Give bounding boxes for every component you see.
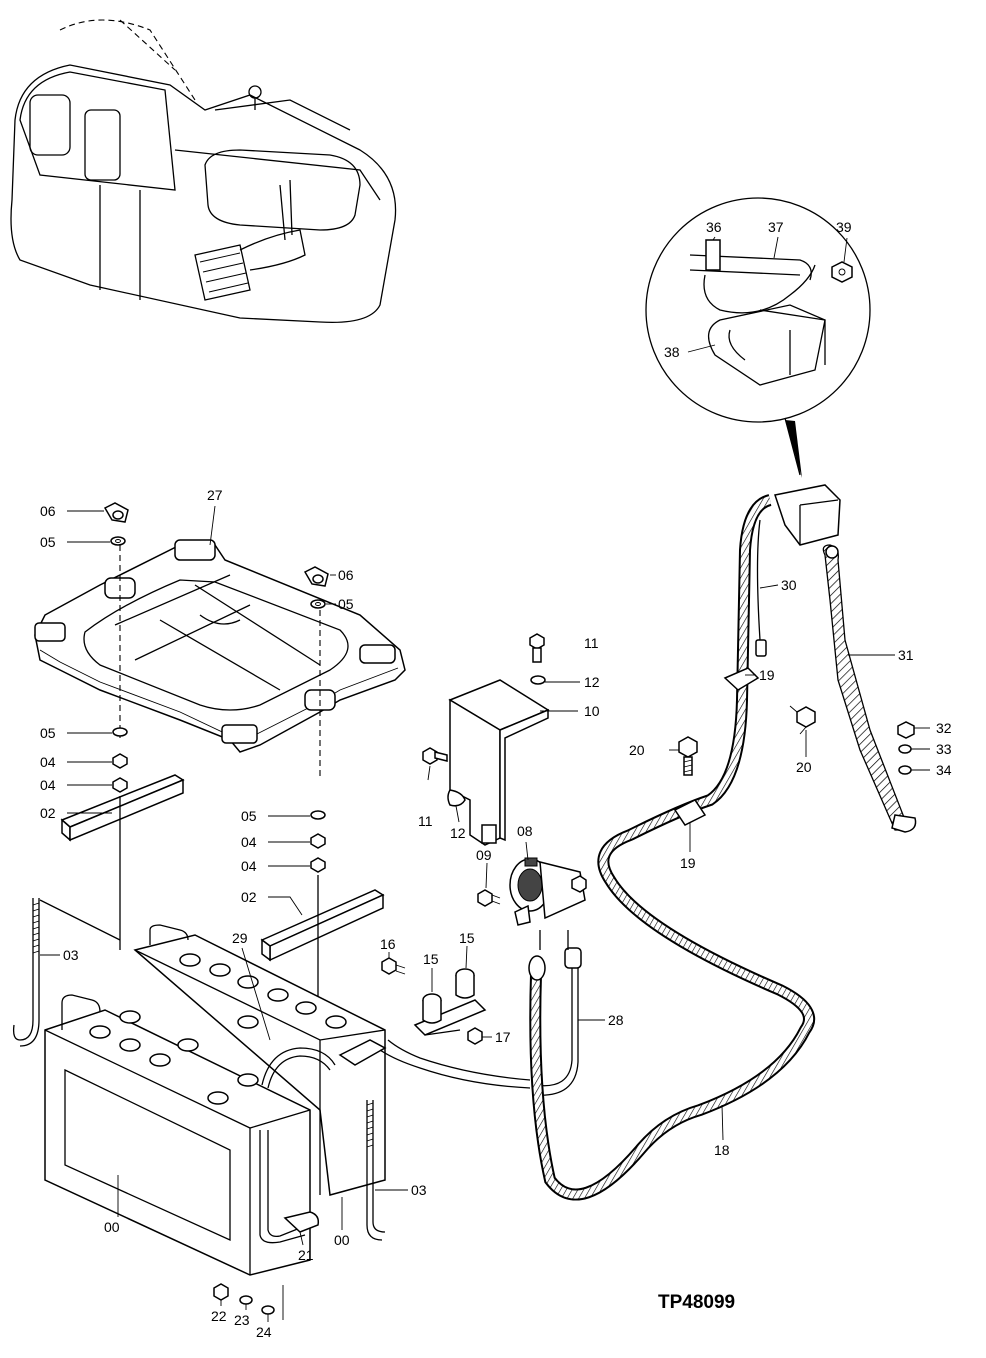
screw-09: [477, 889, 501, 907]
callout-08: 08: [517, 823, 533, 839]
excavator-overview: [10, 19, 397, 324]
callout-24: 24: [256, 1324, 272, 1340]
callout-labels: 06 05 27 06 05 05 04 04 02 03 05 04 04 0…: [40, 219, 952, 1340]
callout-19-lower: 19: [680, 855, 696, 871]
callout-04-left-a: 04: [40, 754, 56, 770]
terminal-15-16-17: [381, 957, 487, 1045]
left-hardware-stack: [39, 727, 185, 950]
battery-relay-08: [509, 857, 587, 926]
battery-front: [44, 994, 311, 1276]
callout-20-right: 20: [796, 759, 812, 775]
bolt-20-upper: [789, 705, 816, 735]
battery-rear: [133, 924, 386, 1196]
callout-00-right: 00: [334, 1232, 350, 1248]
j-bolt-03-left: [12, 898, 40, 1047]
callout-10: 10: [584, 703, 600, 719]
callout-17: 17: [495, 1029, 511, 1045]
callout-05-left-top: 05: [40, 534, 56, 550]
figure-code: TP48099: [658, 1292, 735, 1313]
callout-11-top: 11: [584, 635, 599, 651]
callout-12-lower: 12: [450, 825, 466, 841]
callout-04-right-a: 04: [241, 834, 257, 850]
callout-15-right: 15: [459, 930, 475, 946]
wing-nut-06-left: [103, 502, 129, 523]
callout-23: 23: [234, 1312, 250, 1328]
callout-31: 31: [898, 647, 914, 663]
callout-34: 34: [936, 762, 952, 778]
callout-05-right: 05: [241, 808, 257, 824]
callout-06-right: 06: [338, 567, 354, 583]
callout-32: 32: [936, 720, 952, 736]
bracket-10: [448, 679, 550, 846]
j-bolt-03-right: [366, 1100, 386, 1241]
callout-04-right-b: 04: [241, 858, 257, 874]
callout-04-left-b: 04: [40, 777, 56, 793]
callout-00-left: 00: [104, 1219, 120, 1235]
callout-16: 16: [380, 936, 396, 952]
callout-05-left: 05: [40, 725, 56, 741]
wing-nut-06-right: [303, 566, 329, 587]
clamp-detail-callout: [645, 197, 871, 478]
washer-05-left: [110, 536, 126, 546]
callout-09: 09: [476, 847, 492, 863]
callout-20-left: 20: [629, 742, 645, 758]
callout-12-top: 12: [584, 674, 600, 690]
callout-02-right: 02: [241, 889, 257, 905]
callout-38: 38: [664, 344, 680, 360]
callout-02-left: 02: [40, 805, 56, 821]
callout-33: 33: [936, 741, 952, 757]
callout-27: 27: [207, 487, 223, 503]
ground-strap-31: [822, 544, 917, 833]
bolt-20-lower: [678, 736, 698, 776]
callout-05-right-top: 05: [338, 596, 354, 612]
callout-37: 37: [768, 219, 784, 235]
callout-18: 18: [714, 1142, 730, 1158]
callout-21: 21: [298, 1247, 314, 1263]
bolt-11-lower: [422, 747, 448, 765]
callout-39: 39: [836, 219, 852, 235]
callout-30: 30: [781, 577, 797, 593]
callout-22: 22: [211, 1308, 227, 1324]
callout-29: 29: [232, 930, 248, 946]
leader-lines: [40, 236, 930, 1322]
callout-03-right: 03: [411, 1182, 427, 1198]
right-hardware-stack: [260, 810, 385, 1030]
bolt-11-top: [529, 633, 545, 663]
callout-03-left: 03: [63, 947, 79, 963]
callout-11-lower: 11: [418, 813, 433, 829]
callout-19-upper: 19: [759, 667, 775, 683]
washer-05-right: [310, 599, 326, 609]
callout-28: 28: [608, 1012, 624, 1028]
callout-15-left: 15: [423, 951, 439, 967]
callout-06-left: 06: [40, 503, 56, 519]
callout-36: 36: [706, 219, 722, 235]
